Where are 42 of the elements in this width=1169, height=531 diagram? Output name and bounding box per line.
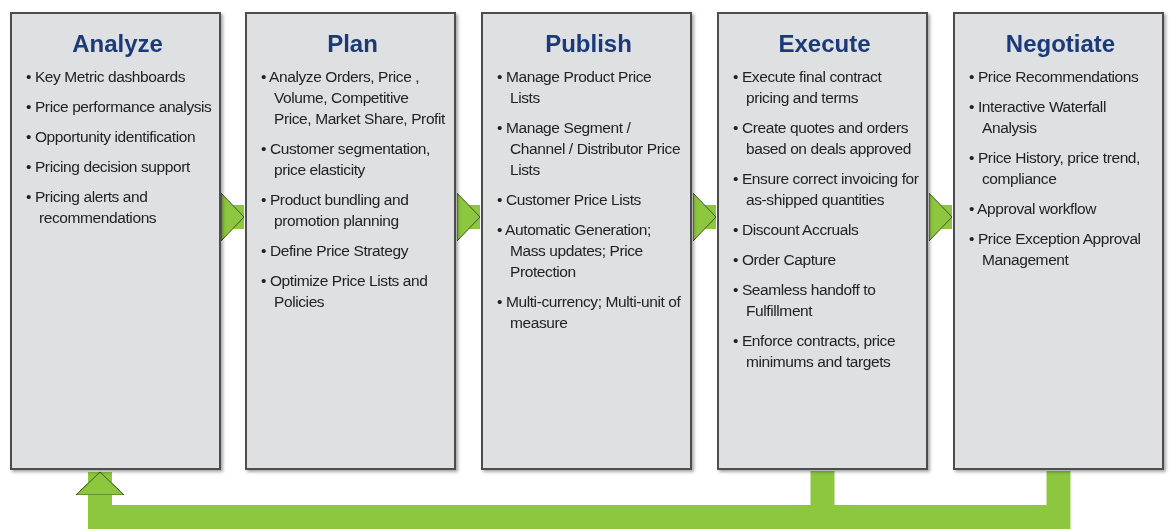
bullet-item: • Price Exception Approval Management xyxy=(969,229,1142,270)
block-arrow xyxy=(75,471,1071,529)
box-heading: Analyze xyxy=(71,30,164,58)
process-box xyxy=(10,12,221,470)
process-box xyxy=(953,12,1164,470)
bullet-item: • Optimize Price Lists and Policies xyxy=(261,271,429,312)
bullet-item: • Interactive Waterfall Analysis xyxy=(969,97,1107,138)
bullet-item: • Execute final contract pricing and terms xyxy=(733,67,883,108)
bullet-item: • Customer Price Lists xyxy=(497,190,642,210)
bullet-item: • Opportunity identification xyxy=(26,127,197,147)
block-arrow xyxy=(692,192,717,242)
bullet-item: • Pricing alerts and recommendations xyxy=(26,187,158,228)
bullet-item: • Seamless handoff to Fulfillment xyxy=(733,280,877,321)
block-arrow xyxy=(220,192,245,242)
bullet-item: • Create quotes and orders based on deals approved xyxy=(733,118,912,159)
bullet-item: • Manage Segment / Channel / Distributor Price Lists xyxy=(497,118,682,180)
bullet-item: • Define Price Strategy xyxy=(261,241,410,261)
block-arrow xyxy=(928,192,953,242)
bullet-item: • Pricing decision support xyxy=(26,157,191,177)
bullet-item: • Key Metric dashboards xyxy=(26,67,187,87)
box-heading: Publish xyxy=(544,30,633,58)
bullet-item: • Price Recommendations xyxy=(969,67,1140,87)
bullet-item: • Manage Product Price Lists xyxy=(497,67,653,108)
bullet-item: • Multi-currency; Multi-unit of measure xyxy=(497,292,682,333)
bullet-item: • Product bundling and promotion planning xyxy=(261,190,410,231)
box-heading: Execute xyxy=(777,30,872,58)
bullet-item: • Price History, price trend, compliance xyxy=(969,148,1141,189)
process-box xyxy=(245,12,456,470)
bullet-item: • Analyze Orders, Price , Volume, Competitive Price, Market Share, Profit xyxy=(261,67,446,129)
bullet-item: • Customer segmentation, price elasticity xyxy=(261,139,431,180)
box-heading: Plan xyxy=(326,30,379,58)
process-box xyxy=(717,12,928,470)
bullet-item: • Approval workflow xyxy=(969,199,1098,219)
box-heading: Negotiate xyxy=(1004,30,1117,58)
bullet-item: • Ensure correct invoicing for as-shipped quantities xyxy=(733,169,920,210)
process-box xyxy=(481,12,692,470)
bullet-item: • Price performance analysis xyxy=(26,97,213,117)
block-arrow xyxy=(456,192,481,242)
bullet-item: • Enforce contracts, price minimums and targets xyxy=(733,331,897,372)
bullet-item: • Order Capture xyxy=(733,250,837,270)
bullet-item: • Automatic Generation; Mass updates; Price Protection xyxy=(497,220,652,282)
bullet-item: • Discount Accruals xyxy=(733,220,860,240)
